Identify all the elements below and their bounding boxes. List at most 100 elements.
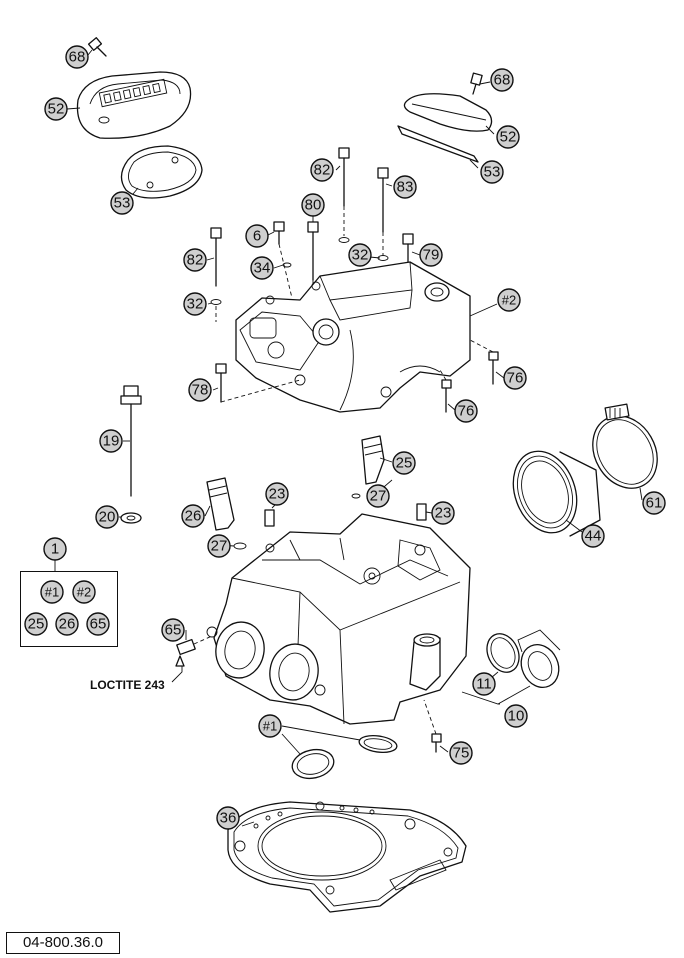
svg-text:34: 34 — [254, 260, 271, 277]
svg-text:#1: #1 — [45, 585, 59, 600]
callout-82: 82 — [310, 158, 334, 182]
callout-76: 76 — [454, 399, 478, 423]
svg-text:10: 10 — [508, 708, 525, 725]
callout-68: 68 — [65, 45, 89, 69]
camshaft-carrier — [235, 261, 471, 413]
callout-80: 80 — [301, 193, 325, 217]
o-rings-kit-1 — [291, 734, 398, 780]
callout-52: 52 — [44, 97, 68, 121]
svg-text:82: 82 — [314, 162, 331, 179]
callout-65: 65 — [161, 618, 185, 642]
svg-text:#2: #2 — [77, 585, 91, 600]
callout-27: 27 — [366, 484, 390, 508]
svg-text:65: 65 — [165, 622, 182, 639]
callout-1: 1 — [43, 537, 67, 561]
cylinder-head — [206, 513, 471, 725]
svg-text:27: 27 — [370, 488, 387, 505]
callout-25: 25 — [392, 451, 416, 475]
callout-44: 44 — [581, 524, 605, 548]
svg-text:44: 44 — [585, 528, 602, 545]
callout-32: 32 — [183, 292, 207, 316]
callout-11: 11 — [472, 672, 496, 696]
svg-text:76: 76 — [458, 403, 475, 420]
svg-text:68: 68 — [69, 49, 86, 66]
kit-item-2: #2 — [72, 580, 96, 604]
svg-text:32: 32 — [187, 296, 204, 313]
valve-cover-left — [76, 71, 192, 139]
callout-83: 83 — [393, 175, 417, 199]
svg-text:27: 27 — [211, 538, 228, 555]
svg-text:19: 19 — [103, 433, 120, 450]
callout-76: 76 — [503, 366, 527, 390]
callout-34: 34 — [250, 256, 274, 280]
stud-19 — [120, 385, 142, 524]
callout-10: 10 — [504, 704, 528, 728]
svg-text:6: 6 — [253, 228, 261, 245]
svg-text:68: 68 — [494, 72, 511, 89]
svg-text:26: 26 — [185, 508, 202, 525]
svg-text:#2: #2 — [502, 293, 516, 308]
kit-item-25: 25 — [24, 612, 48, 636]
callout-61: 61 — [642, 491, 666, 515]
callout-79: 79 — [419, 243, 443, 267]
svg-text:78: 78 — [192, 382, 209, 399]
callout-kit-2: #2 — [497, 288, 521, 312]
valve-cover-right — [397, 72, 493, 163]
svg-text:82: 82 — [187, 252, 204, 269]
loctite-note: LOCTITE 243 — [90, 678, 165, 692]
svg-text:36: 36 — [220, 810, 237, 827]
svg-text:25: 25 — [28, 616, 45, 633]
svg-text:61: 61 — [646, 495, 663, 512]
callout-23: 23 — [431, 501, 455, 525]
callout-52: 52 — [496, 125, 520, 149]
svg-text:52: 52 — [48, 101, 65, 118]
small-parts-head — [175, 629, 561, 753]
callout-23: 23 — [265, 482, 289, 506]
kit-item-26: 26 — [55, 612, 79, 636]
callout-32: 32 — [348, 243, 372, 267]
kit-item-65: 65 — [86, 612, 110, 636]
intake-manifold — [512, 403, 658, 537]
head-gasket — [227, 801, 467, 913]
svg-text:32: 32 — [352, 247, 369, 264]
callout-6: 6 — [245, 224, 269, 248]
callout-82: 82 — [183, 248, 207, 272]
callout-27: 27 — [207, 534, 231, 558]
svg-text:23: 23 — [269, 486, 286, 503]
callout-26: 26 — [181, 504, 205, 528]
callout-19: 19 — [99, 429, 123, 453]
svg-text:1: 1 — [51, 541, 59, 558]
callout-20: 20 — [95, 505, 119, 529]
callout-53: 53 — [480, 160, 504, 184]
svg-text:80: 80 — [305, 197, 322, 214]
callout-36: 36 — [216, 806, 240, 830]
svg-text:79: 79 — [423, 247, 440, 264]
valve-guides — [206, 435, 427, 550]
callout-75: 75 — [449, 741, 473, 765]
drawing-number: 04-800.36.0 — [6, 932, 120, 954]
bolts-76 — [439, 339, 499, 413]
svg-text:#1: #1 — [263, 719, 277, 734]
bolt-78 — [215, 363, 301, 403]
kit-item-1: #1 — [40, 580, 64, 604]
svg-text:23: 23 — [435, 505, 452, 522]
svg-text:25: 25 — [396, 455, 413, 472]
svg-text:20: 20 — [99, 509, 116, 526]
svg-text:83: 83 — [397, 179, 414, 196]
callout-68: 68 — [490, 68, 514, 92]
svg-text:75: 75 — [453, 745, 470, 762]
callout-78: 78 — [188, 378, 212, 402]
kit-contents-box — [20, 571, 118, 647]
gasket-53-left — [120, 145, 203, 199]
callout-53: 53 — [110, 191, 134, 215]
svg-text:52: 52 — [500, 129, 517, 146]
svg-text:53: 53 — [484, 164, 501, 181]
svg-text:65: 65 — [90, 616, 107, 633]
svg-text:53: 53 — [114, 195, 131, 212]
callout-kit-1: #1 — [258, 714, 282, 738]
svg-text:76: 76 — [507, 370, 524, 387]
svg-text:11: 11 — [476, 676, 492, 693]
screw-68-left — [87, 37, 107, 57]
svg-text:26: 26 — [59, 616, 76, 633]
